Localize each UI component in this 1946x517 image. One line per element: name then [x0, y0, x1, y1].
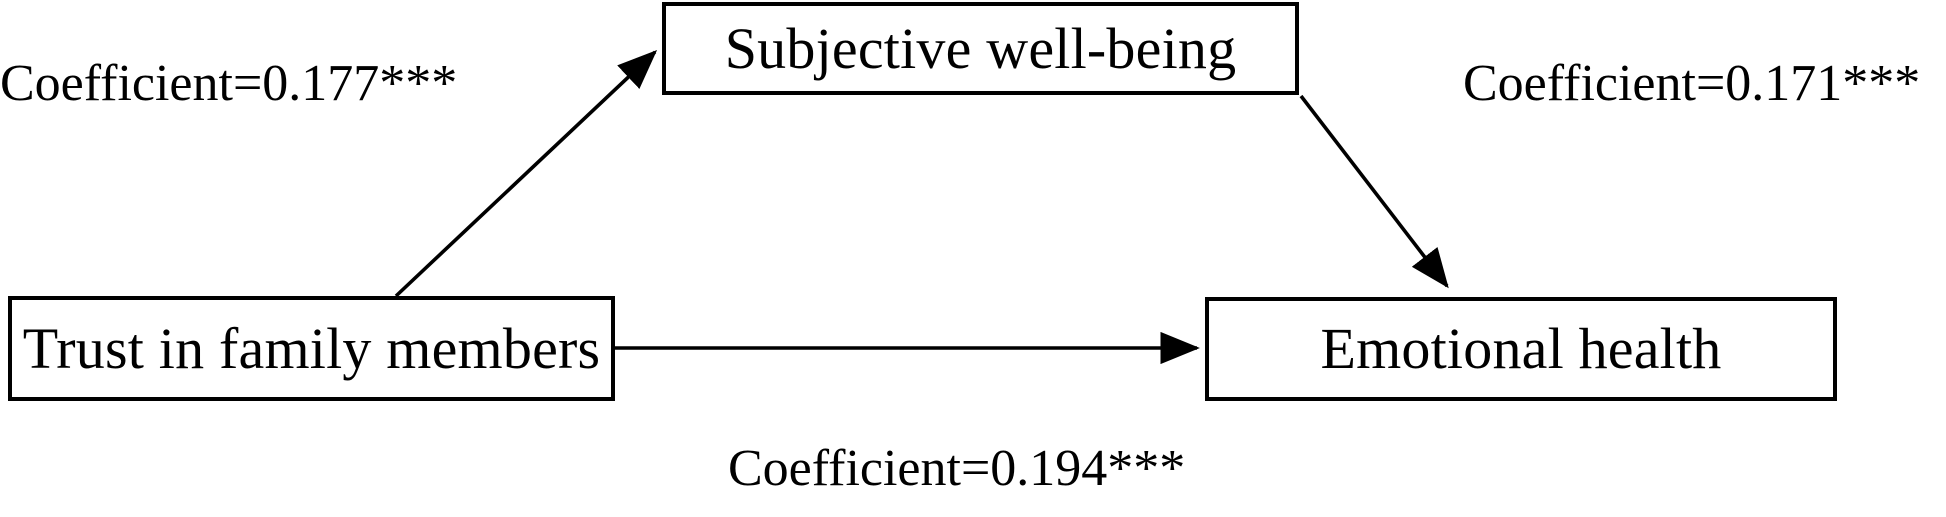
edge-label-a-path: Coefficient=0.177***: [0, 55, 458, 112]
edge-label-c-path: Coefficient=0.194***: [728, 440, 1186, 497]
node-outcome-label: Emotional health: [1320, 316, 1722, 381]
arrow-a-path: [394, 50, 658, 298]
node-mediator-label: Subjective well-being: [724, 15, 1237, 81]
arrow-b-path: [1299, 94, 1449, 289]
node-subjective-well-being: Subjective well-being: [662, 2, 1299, 95]
node-emotional-health: Emotional health: [1205, 297, 1837, 401]
edge-label-b-path: Coefficient=0.171***: [1463, 55, 1921, 112]
node-trust-in-family-members: Trust in family members: [8, 296, 615, 401]
node-predictor-label: Trust in family members: [22, 315, 601, 381]
